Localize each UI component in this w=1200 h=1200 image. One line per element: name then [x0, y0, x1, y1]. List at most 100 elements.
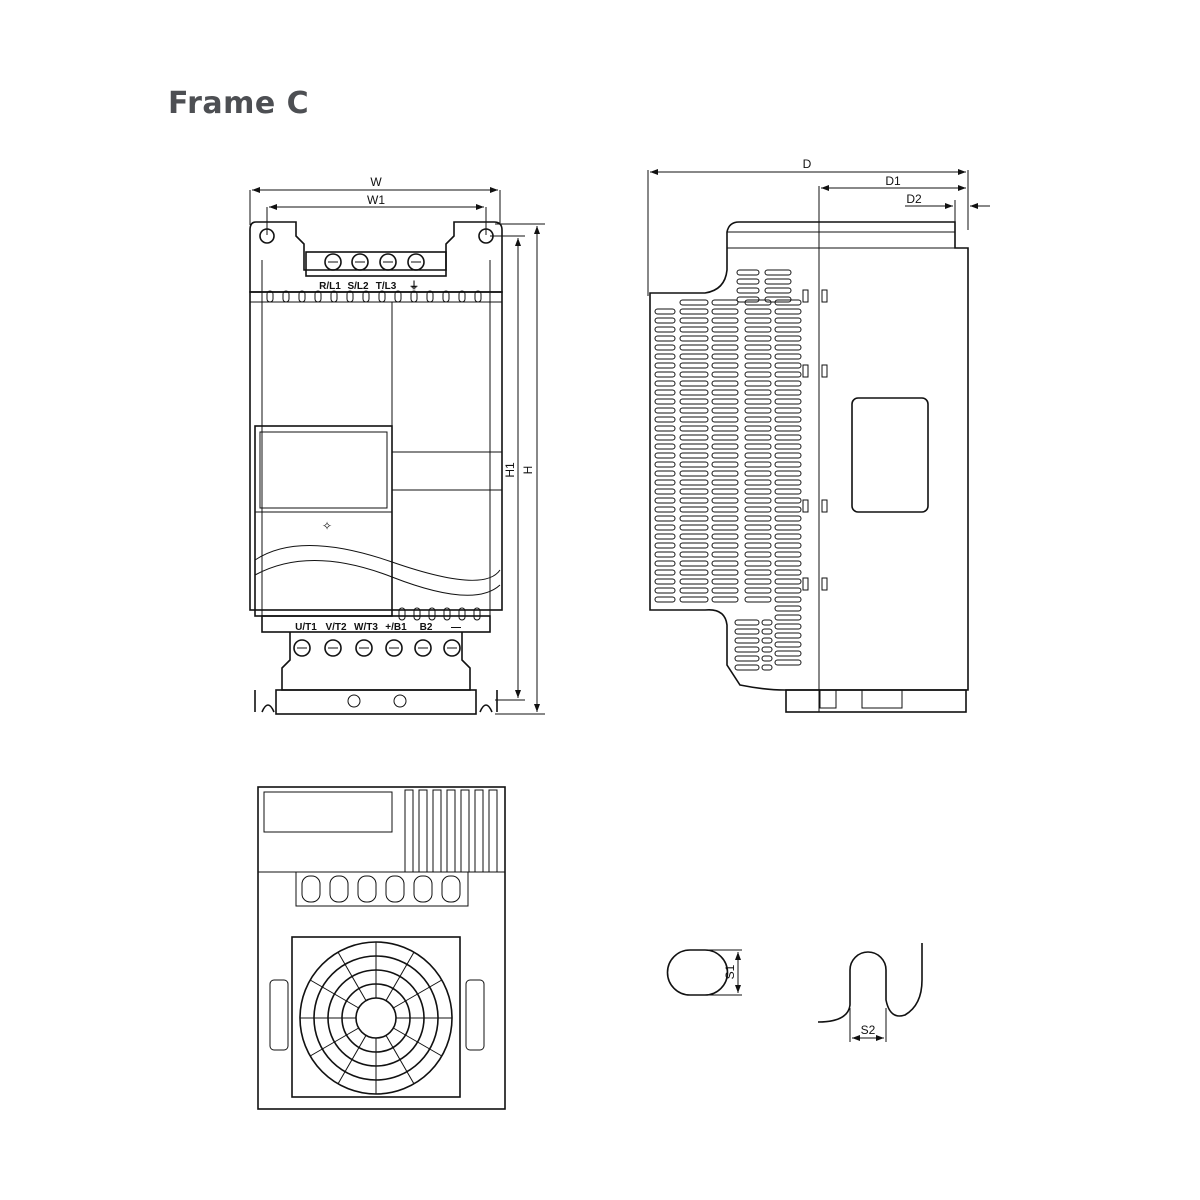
vent-slot	[761, 619, 773, 626]
vent-slot	[774, 497, 802, 504]
vent-slot	[654, 389, 676, 396]
fan-spoke	[393, 979, 443, 1009]
dimension-label-s1: S1	[723, 964, 737, 979]
vent-hole	[458, 290, 466, 303]
vent-slot	[736, 287, 760, 294]
vent-slot	[654, 533, 676, 540]
vent-slot	[679, 569, 709, 576]
vent-slot	[654, 344, 676, 351]
vent-slot	[654, 506, 676, 513]
vent-slot	[744, 587, 772, 594]
vent-slot	[744, 380, 772, 387]
vent-slot	[654, 596, 676, 603]
vent-hole	[394, 290, 402, 303]
vent-slot	[679, 524, 709, 531]
vent-slot	[711, 362, 739, 369]
vent-slot	[711, 335, 739, 342]
vent-slot	[734, 619, 760, 626]
vent-slot	[761, 655, 773, 662]
heatsink-fin	[418, 789, 428, 873]
vent-slot	[654, 479, 676, 486]
vent-slot	[744, 308, 772, 315]
vent-slot	[774, 488, 802, 495]
vent-hole	[474, 290, 482, 303]
vent-slot	[679, 326, 709, 333]
vent-slot	[744, 452, 772, 459]
vent-slot	[654, 416, 676, 423]
fan-spoke	[337, 951, 367, 1001]
vent-hole	[314, 290, 322, 303]
vent-slot	[654, 407, 676, 414]
vent-slot	[711, 416, 739, 423]
vent-slot	[774, 461, 802, 468]
vent-hole	[330, 290, 338, 303]
vent-slot	[711, 344, 739, 351]
vent-slot	[711, 317, 739, 324]
fan-spoke	[385, 1035, 415, 1085]
slot-s2-detail: S2	[817, 943, 923, 1042]
vent-slot	[744, 398, 772, 405]
fan-spoke	[393, 1027, 443, 1057]
vent-slot	[774, 605, 802, 612]
vent-slot	[774, 398, 802, 405]
vent-slot	[679, 380, 709, 387]
clip	[802, 577, 809, 591]
vent-slot	[711, 425, 739, 432]
vent-slot	[711, 326, 739, 333]
vent-slot	[774, 335, 802, 342]
vent-slot	[774, 434, 802, 441]
output-terminal-label: +/B1	[385, 622, 407, 633]
vent-slot	[734, 637, 760, 644]
terminal-cable-entry	[413, 875, 433, 903]
vent-hole	[282, 290, 290, 303]
vent-slot	[679, 488, 709, 495]
vent-slot	[774, 443, 802, 450]
vent-slot	[774, 641, 802, 648]
vent-slot	[711, 542, 739, 549]
vent-slot	[744, 371, 772, 378]
vent-slot	[679, 560, 709, 567]
clip	[802, 499, 809, 513]
dimension-label-w: W	[370, 175, 382, 189]
vent-slot	[774, 416, 802, 423]
vent-hole	[346, 290, 354, 303]
vent-slot	[679, 308, 709, 315]
clip	[802, 364, 809, 378]
vent-slot	[654, 524, 676, 531]
vent-slot	[744, 569, 772, 576]
vent-slot	[744, 479, 772, 486]
vent-slot	[734, 646, 760, 653]
vent-slot	[736, 296, 760, 303]
vent-slot	[654, 587, 676, 594]
vent-slot	[744, 488, 772, 495]
vent-slot	[679, 371, 709, 378]
vent-slot	[679, 416, 709, 423]
vent-slot	[774, 560, 802, 567]
vent-slot	[774, 515, 802, 522]
terminal-screw	[379, 253, 397, 271]
vent-hole	[442, 290, 450, 303]
vent-slot	[774, 344, 802, 351]
vent-slot	[736, 269, 760, 276]
vent-slot	[679, 542, 709, 549]
heatsink-fin	[404, 789, 414, 873]
clip	[802, 289, 809, 303]
vent-slot	[711, 461, 739, 468]
fan-spoke	[337, 1035, 367, 1085]
vent-slot	[679, 461, 709, 468]
vent-slot	[679, 596, 709, 603]
vent-slot	[679, 506, 709, 513]
vent-slot	[654, 362, 676, 369]
vent-hole	[458, 607, 466, 621]
dimension-label-d: D	[803, 157, 812, 171]
input-terminal-label: S/L2	[347, 281, 369, 292]
vent-slot	[711, 353, 739, 360]
terminal-cable-entry	[441, 875, 461, 903]
vent-slot	[654, 398, 676, 405]
terminal-cable-entry	[301, 875, 321, 903]
vent-slot	[744, 416, 772, 423]
dimension-d: D	[647, 157, 969, 296]
vent-slot	[764, 287, 792, 294]
vent-slot	[744, 317, 772, 324]
vent-slot	[679, 398, 709, 405]
